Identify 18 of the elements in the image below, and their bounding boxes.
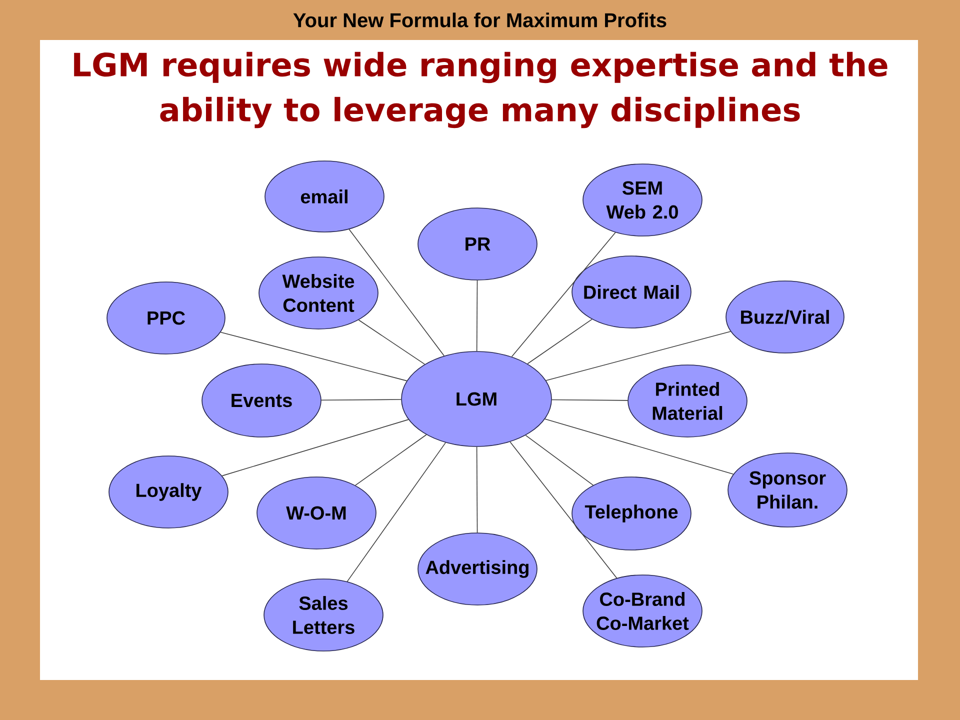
connector-line — [552, 399, 628, 401]
connector-line — [346, 442, 446, 582]
connector-line — [220, 332, 408, 382]
connector-line — [476, 280, 478, 352]
header-text: Your New Formula for Maximum Profits — [293, 12, 666, 28]
connector-line — [510, 442, 618, 579]
connector-line — [525, 434, 594, 486]
connector-line — [544, 418, 734, 475]
title: LGM requires wide ranging expertise and the ability to leverage many disciplines — [74, 52, 888, 128]
connector-line — [527, 318, 592, 364]
connector-line — [476, 446, 478, 533]
connector-line — [348, 228, 444, 356]
connector-line — [546, 331, 731, 381]
connector-line — [321, 399, 402, 400]
connector-line — [511, 232, 616, 358]
connector-line — [358, 320, 426, 365]
connector-line — [354, 434, 427, 486]
connector-line — [222, 419, 409, 476]
